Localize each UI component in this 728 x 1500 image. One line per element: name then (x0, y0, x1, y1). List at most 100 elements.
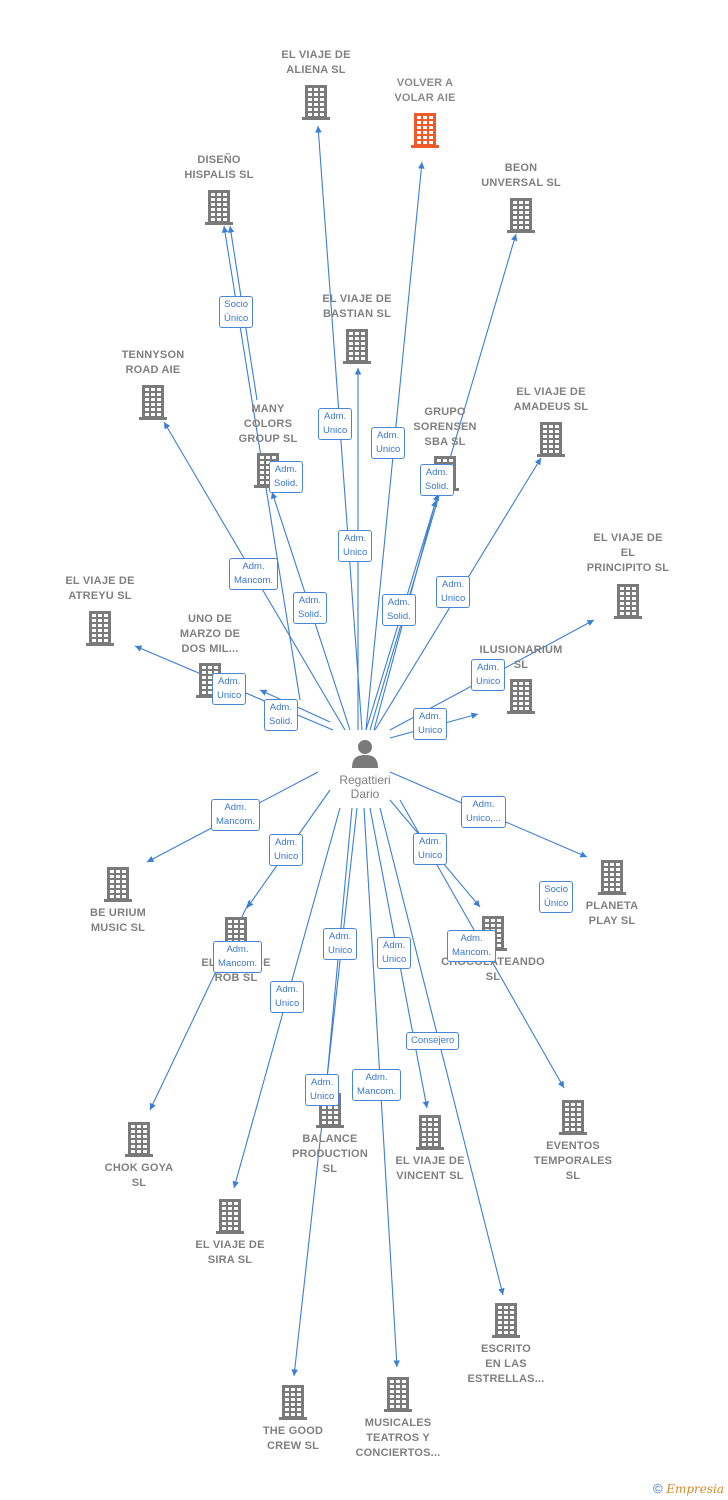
company-node-volver[interactable]: VOLVER A VOLAR AIE (365, 76, 485, 106)
company-name: ILUSIONARIUM SL (479, 644, 563, 671)
building-icon (302, 85, 330, 120)
building-icon (411, 113, 439, 148)
edge-role-label[interactable]: Adm. Unico,... (461, 796, 506, 828)
edge-role-label[interactable]: Adm. Solid. (264, 699, 298, 731)
company-node-sorensen[interactable]: GRUPO SORENSEN SBA SL (385, 405, 505, 450)
building-icon (216, 1199, 244, 1234)
edge-role-label[interactable]: Adm. Unico (323, 928, 358, 960)
company-name: UNO DE MARZO DE DOS MIL... (179, 613, 241, 655)
edge-role-label[interactable]: Consejero (406, 1032, 460, 1050)
building-icon (416, 1115, 444, 1150)
edge-role-label[interactable]: Adm. Mancom. (211, 799, 261, 831)
company-node-amadeus[interactable]: EL VIAJE DE AMADEUS SL (491, 385, 611, 415)
building-icon (537, 422, 565, 457)
company-name: EL VIAJE DE EL PRINCIPITO SL (586, 532, 670, 574)
copyright-symbol: © (652, 1481, 663, 1496)
building-icon (559, 1100, 587, 1135)
building-icon (343, 329, 371, 364)
edge-role-label[interactable]: Adm. Solid. (420, 464, 454, 496)
edge-role-label[interactable]: Adm. Solid. (382, 594, 416, 626)
building-icon (598, 860, 626, 895)
company-name: TENNYSON ROAD AIE (121, 349, 185, 376)
edge-role-label[interactable]: Adm. Unico (305, 1074, 340, 1106)
edge-role-label[interactable]: Adm. Unico (436, 576, 471, 608)
company-node-escrito[interactable]: ESCRITO EN LAS ESTRELLAS... (446, 1342, 566, 1387)
building-icon (614, 584, 642, 619)
company-name: EL VIAJE DE BASTIAN SL (322, 293, 392, 320)
edge-role-label[interactable]: Adm. Solid. (293, 592, 327, 624)
building-icon (205, 190, 233, 225)
edge-role-label[interactable]: Adm. Unico (377, 937, 412, 969)
edge-role-label[interactable]: Adm. Unico (338, 530, 373, 562)
edge-role-label[interactable]: Adm. Unico (270, 981, 305, 1013)
building-icon (125, 1122, 153, 1157)
company-node-disenio[interactable]: DISEÑO HISPALIS SL (159, 153, 279, 183)
company-node-sira[interactable]: EL VIAJE DE SIRA SL (170, 1238, 290, 1268)
company-name: DISEÑO HISPALIS SL (184, 154, 254, 181)
building-icon (279, 1385, 307, 1420)
company-node-musicales[interactable]: MUSICALES TEATROS Y CONCIERTOS... (338, 1416, 458, 1461)
edge-23 (379, 807, 505, 1296)
company-node-eventos[interactable]: EVENTOS TEMPORALES SL (513, 1139, 633, 1184)
building-icon (139, 385, 167, 420)
edge-role-label[interactable]: Adm. Mancom. (352, 1069, 402, 1101)
edge-role-label[interactable]: Adm. Mancom. (213, 941, 263, 973)
edge-role-label[interactable]: Adm. Unico (212, 673, 247, 705)
company-node-aliena[interactable]: EL VIAJE DE ALIENA SL (256, 48, 376, 78)
edge-role-label[interactable]: Adm. Unico (413, 708, 448, 740)
company-name: THE GOOD CREW SL (262, 1425, 324, 1452)
company-name: BEON UNVERSAL SL (481, 162, 561, 189)
company-name: EL VIAJE DE AMADEUS SL (513, 386, 589, 413)
building-icon (104, 867, 132, 902)
company-node-ilusionarium[interactable]: ILUSIONARIUM SL (461, 643, 581, 673)
center-person[interactable]: Regattieri Dario (305, 738, 425, 801)
company-name: EL VIAJE DE SIRA SL (195, 1239, 265, 1266)
company-node-vincent[interactable]: EL VIAJE DE VINCENT SL (370, 1154, 490, 1184)
company-node-tennyson[interactable]: TENNYSON ROAD AIE (93, 348, 213, 378)
company-name: MUSICALES TEATROS Y CONCIERTOS... (355, 1417, 441, 1459)
edge-role-label[interactable]: Adm. Unico (471, 659, 506, 691)
edge-role-label[interactable]: Adm. Unico (269, 834, 304, 866)
company-name: EL VIAJE DE ATREYU SL (65, 575, 135, 602)
building-icon (384, 1377, 412, 1412)
company-name: BE URIUM MUSIC SL (90, 907, 146, 934)
person-name: Regattieri Dario (339, 773, 391, 801)
company-node-balance[interactable]: BALANCE PRODUCTION SL (270, 1132, 390, 1177)
company-node-beurium[interactable]: BE URIUM MUSIC SL (58, 906, 178, 936)
building-icon (507, 679, 535, 714)
edge-role-label[interactable]: Adm. Mancom. (447, 930, 497, 962)
edge-role-label[interactable]: Adm. Mancom. (229, 558, 279, 590)
company-node-bastian[interactable]: EL VIAJE DE BASTIAN SL (297, 292, 417, 322)
company-node-atreyu[interactable]: EL VIAJE DE ATREYU SL (40, 574, 160, 604)
person-icon (352, 740, 378, 768)
company-name: ESCRITO EN LAS ESTRELLAS... (467, 1343, 545, 1385)
company-node-unodemarzo[interactable]: UNO DE MARZO DE DOS MIL... (150, 612, 270, 657)
company-name: EL VIAJE DE ALIENA SL (281, 49, 351, 76)
company-name: EL VIAJE DE VINCENT SL (395, 1155, 465, 1182)
building-icon (492, 1303, 520, 1338)
company-name: PLANETA PLAY SL (585, 900, 639, 927)
company-name: VOLVER A VOLAR AIE (394, 77, 456, 104)
building-icon (86, 611, 114, 646)
company-node-principito[interactable]: EL VIAJE DE EL PRINCIPITO SL (568, 531, 688, 576)
company-name: GRUPO SORENSEN SBA SL (413, 406, 477, 448)
brand-logo: Empresia (666, 1482, 724, 1496)
company-node-chokgoya[interactable]: CHOK GOYA SL (79, 1161, 199, 1191)
edge-role-label[interactable]: Adm. Solid. (269, 461, 303, 493)
building-icon (507, 198, 535, 233)
company-node-manycolors[interactable]: MANY COLORS GROUP SL (208, 402, 328, 447)
company-name: CHOK GOYA SL (104, 1162, 174, 1189)
edge-role-label[interactable]: Adm. Unico (413, 833, 448, 865)
company-name: MANY COLORS GROUP SL (238, 403, 298, 445)
company-node-beon[interactable]: BEON UNVERSAL SL (461, 161, 581, 191)
edge-role-label[interactable]: Adm. Unico (371, 427, 406, 459)
company-name: BALANCE PRODUCTION SL (292, 1133, 368, 1175)
footer: © Empresia (653, 1481, 724, 1496)
company-name: EVENTOS TEMPORALES SL (533, 1140, 613, 1182)
edge-role-label[interactable]: Socio Único (219, 296, 254, 328)
edge-role-label[interactable]: Adm. Unico (318, 408, 353, 440)
company-node-goodcrew[interactable]: THE GOOD CREW SL (233, 1424, 353, 1454)
edge-role-label[interactable]: Socio Único (539, 881, 574, 913)
company-node-planeta[interactable]: PLANETA PLAY SL (552, 899, 672, 929)
